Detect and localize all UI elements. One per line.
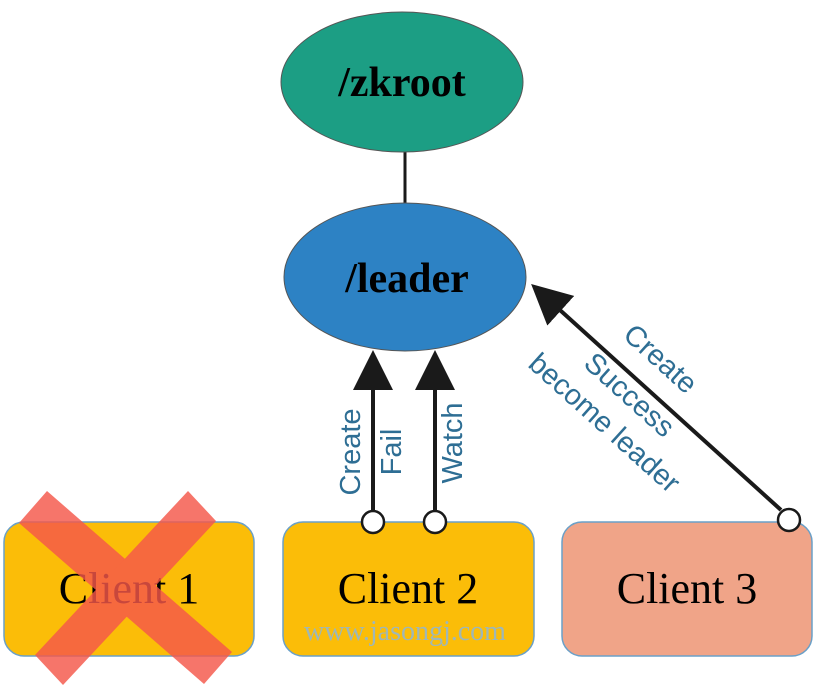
cross-stroke-2 [35,491,216,685]
zkroot-label: /zkroot [337,60,466,106]
leader-ellipse [283,202,527,352]
zkroot-ellipse [280,11,524,153]
client-2-label: Client 2 [338,564,479,613]
client-2-fail-label: Fail [376,429,408,476]
client-3-box: Client 3 [561,521,813,657]
watermark-text: www.jasongj.com [304,616,506,647]
client-2-watch-anchor [422,509,448,535]
client-3-label: Client 3 [617,564,758,613]
client-2-watch-label: Watch [437,402,469,483]
leader-node: /leader [283,202,527,352]
client-1-cross-mark [19,491,232,685]
client-3-create-anchor [776,507,802,533]
client-2-create-label: Create [335,408,367,495]
client-2-create-anchor [360,509,386,535]
zkroot-node: /zkroot [280,11,524,153]
client-2-box: Client 2 [282,521,535,657]
client-3-create-arrow [531,283,783,512]
client-3-rect [561,521,813,657]
client-2-rect [282,521,535,657]
leader-label: /leader [344,256,469,302]
